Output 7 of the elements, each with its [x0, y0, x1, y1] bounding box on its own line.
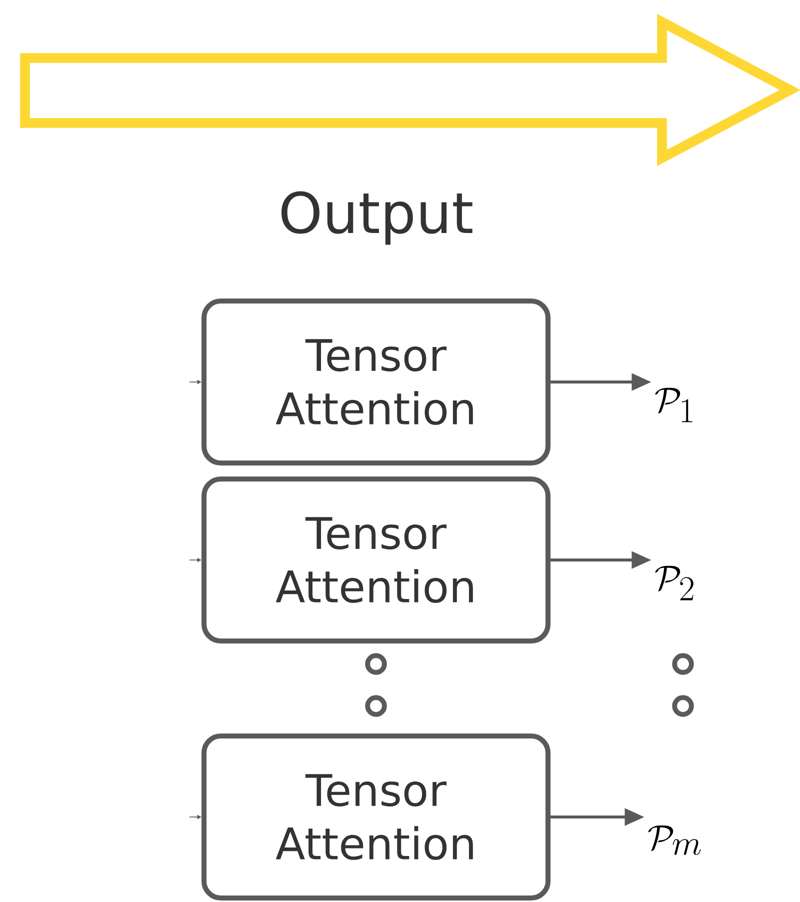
attention-box: Tensor Attention — [201, 476, 551, 644]
output-symbol: $\mathcal{P}_2$ — [655, 566, 694, 600]
attention-box: Tensor Attention — [201, 733, 551, 901]
attention-box: Tensor Attention — [201, 298, 551, 466]
heading: Output — [282, 191, 472, 245]
output-symbol: $\mathcal{P}_m$ — [648, 825, 701, 855]
output-symbol: $\mathcal{P}_1$ — [655, 388, 692, 422]
